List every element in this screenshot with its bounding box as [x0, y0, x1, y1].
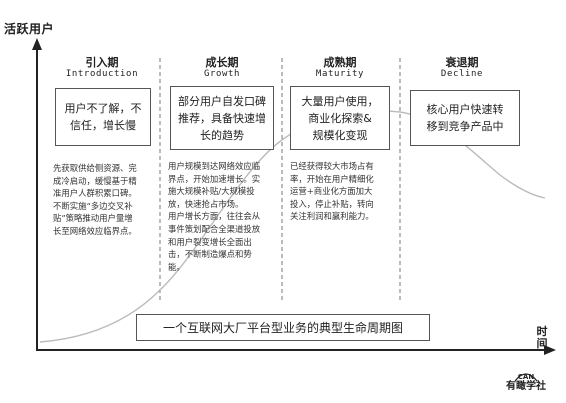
desc-line: 关注利润和赢利能力。 [290, 211, 374, 222]
logo-name: 有瞰学社 [506, 381, 546, 392]
stage-box-growth: 部分用户自发口碑 推荐，具备快速增 长的趋势 [170, 86, 274, 150]
stage-box-line: 商业化探索& [308, 111, 372, 125]
desc-line: 事件策划配合全渠道投放 [168, 223, 261, 234]
x-axis-label: 时间 [536, 325, 548, 350]
stage-subtitle-introduction: Introduction [65, 69, 139, 79]
diagram-caption: 一个互联网大厂平台型业务的典型生命周期图 [136, 314, 430, 341]
desc-line: 长至网络效应临界点。 [53, 225, 137, 236]
desc-line: 界点，开始加速增长。实 [168, 173, 261, 184]
desc-line: 用户规模到达网络效应临 [168, 161, 261, 171]
desc-line: 率，开始在用户精细化 [290, 173, 374, 184]
stage-box-line: 信任，增长慢 [70, 119, 136, 132]
desc-line: 已经获得较大市场占有 [290, 161, 374, 171]
stage-box-line: 用户不了解，不 [64, 102, 142, 115]
desc-line: 成冷启动，缓慢基于精 [53, 175, 137, 186]
stage-subtitle-growth: Growth [203, 69, 241, 79]
desc-line: 不断实施“多边交叉补 [53, 200, 133, 211]
desc-line: 放，快速抢占市场。 [168, 198, 244, 209]
stage-box-line: 推荐，具备快速增 [178, 111, 266, 125]
desc-line: 先获取供给侧资源、完 [53, 163, 137, 173]
stage-subtitle-maturity: Maturity [315, 69, 365, 79]
desc-line: 贴”策略推动用户量增 [53, 213, 133, 224]
stage-desc-introduction: 先获取供给侧资源、完 成冷启动，缓慢基于精 准用户人群积累口碑。 不断实施“多边… [53, 162, 157, 238]
stage-title-decline: 衰退期 [445, 56, 479, 69]
stage-box-line: 部分用户自发口碑 [178, 94, 266, 108]
stage-desc-maturity: 已经获得较大市场占有 率，开始在用户精细化 运营+商业化方面加大 投入，停止补贴… [290, 160, 398, 223]
stage-desc-growth: 用户规模到达网络效应临 界点，开始加速增长。实 施大规模补贴/大规模投 放，快速… [168, 160, 278, 273]
y-axis-arrow [32, 38, 42, 50]
stage-box-maturity: 大量用户使用， 商业化探索& 规模化变现 [290, 86, 390, 150]
desc-line: 用户增长方面，往往会从 [168, 211, 261, 222]
desc-line: 和用户裂变增长全面出 [168, 236, 252, 247]
stage-title-growth: 成长期 [205, 56, 239, 69]
x-axis-arrow [544, 345, 556, 355]
stage-title-maturity: 成熟期 [323, 56, 357, 69]
stage-box-introduction: 用户不了解，不 信任，增长慢 [55, 88, 151, 146]
desc-line: 运营+商业化方面加大 [290, 186, 373, 197]
stage-title-introduction: 引入期 [85, 56, 119, 69]
desc-line: 施大规模补贴/大规模投 [168, 186, 255, 197]
stage-box-line: 核心用户快速转 [426, 103, 504, 116]
stage-box-line: 长的趋势 [200, 128, 244, 142]
desc-line: 能。 [168, 261, 185, 272]
logo-mark-icon [514, 373, 538, 382]
desc-line: 准用户人群积累口碑。 [53, 188, 137, 199]
logo-top-text: CAN [517, 373, 535, 381]
desc-line: 投入，停止补贴，转向 [290, 198, 374, 209]
brand-logo: CAN 有瞰学社 [496, 370, 556, 393]
stage-box-line: 大量用户使用， [301, 94, 379, 108]
desc-line: 击，不断制造爆点和势 [168, 249, 252, 260]
y-axis-label: 活跃用户 [4, 22, 55, 36]
stage-subtitle-decline: Decline [440, 69, 484, 79]
stage-box-line: 移到竞争产品中 [426, 120, 504, 133]
stage-box-line: 规模化变现 [312, 128, 368, 142]
stage-box-decline: 核心用户快速转 移到竞争产品中 [410, 90, 520, 146]
